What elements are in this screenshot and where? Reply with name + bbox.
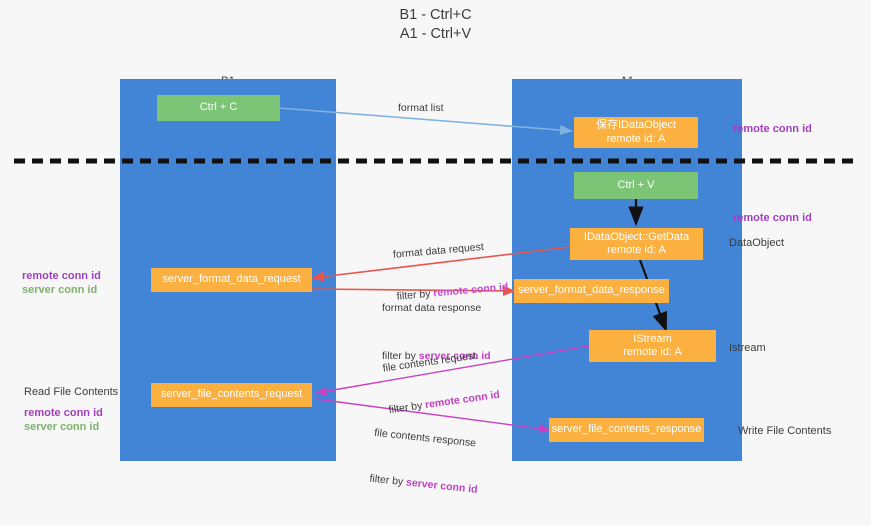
left-label-server-conn-id-mid: server conn id: [22, 284, 98, 296]
right-label-istream: Istream: [729, 342, 766, 354]
node-idataobject-getdata[interactable]: IDataObject::GetData remote id: A: [570, 228, 703, 260]
edge-label-format-data-response: format data response filter by server co…: [382, 273, 491, 391]
left-label-remote-conn-id-mid: remote conn id: [22, 270, 101, 282]
node-server-file-contents-request[interactable]: server_file_contents_request: [151, 383, 312, 407]
node-ctrl-v[interactable]: Ctrl + V: [574, 172, 698, 199]
right-label-dataobject: DataObject: [729, 237, 785, 249]
node-store-idataobject[interactable]: 保存IDataObject remote id: A: [574, 117, 698, 148]
left-label-read-file-contents: Read File Contents: [24, 386, 119, 398]
edge-label-file-contents-response-filter: filter by server conn id: [369, 472, 478, 497]
diagram-canvas: B1 - Ctrl+C A1 - Ctrl+V B1 connection A1…: [14, 7, 860, 496]
node-server-file-contents-response[interactable]: server_file_contents_response: [549, 418, 704, 442]
edge-label-format-data-response-filter: filter by server conn id: [382, 349, 491, 363]
edge-label-format-data-response-text: format data response: [382, 302, 482, 314]
filter-key-server-conn-id: server conn id: [405, 476, 479, 496]
filter-key-server-conn-id: server conn id: [418, 350, 491, 362]
page-title: B1 - Ctrl+C A1 - Ctrl+V: [399, 7, 472, 42]
edge-label-format-data-request-text: format data request: [392, 240, 485, 261]
filter-prefix: filter by: [368, 472, 407, 489]
node-server-format-data-request[interactable]: server_format_data_request: [151, 268, 312, 292]
edge-label-file-contents-request-text: file contents request: [382, 349, 477, 375]
right-label-remote-conn-id-top: remote conn id: [733, 123, 812, 135]
left-label-remote-conn-id-low: remote conn id: [24, 407, 103, 419]
edge-label-file-contents-response-text: file contents response: [373, 426, 477, 450]
node-ctrl-c[interactable]: Ctrl + C: [157, 95, 280, 121]
node-istream[interactable]: IStream remote id: A: [589, 330, 716, 362]
filter-prefix: filter by: [382, 350, 419, 362]
right-label-remote-conn-id-mid: remote conn id: [733, 212, 812, 224]
edge-label-format-list: format list: [398, 102, 444, 114]
right-label-write-file-contents: Write File Contents: [738, 425, 832, 437]
node-server-format-data-response[interactable]: server_format_data_response: [514, 279, 669, 303]
edge-label-file-contents-response: file contents response filter by server …: [366, 398, 486, 525]
left-label-server-conn-id-low: server conn id: [24, 421, 100, 433]
